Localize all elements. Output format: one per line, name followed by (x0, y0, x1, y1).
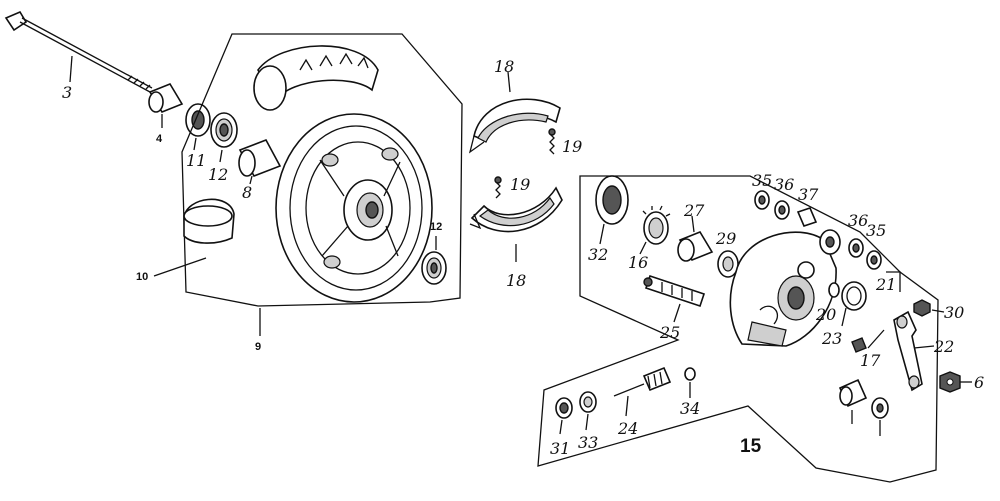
callout-35-upper: 35 (752, 171, 772, 190)
callout-36-upper: 36 (774, 175, 794, 194)
seal-32-part (595, 175, 629, 225)
callout-6: 6 (974, 373, 984, 392)
callout-19-upper: 19 (562, 137, 582, 156)
callout-32: 32 (588, 245, 608, 264)
shaft-25-part (643, 274, 706, 308)
washer-33-part (579, 391, 597, 413)
brake-panel-part (729, 231, 837, 347)
callout-4: 4 (156, 133, 163, 145)
gear-16-part (642, 205, 671, 245)
bolt-17-part (867, 329, 885, 349)
wheel-rim-part (275, 113, 433, 303)
callout-18-bottom: 18 (506, 271, 526, 290)
callout-27: 27 (683, 201, 705, 220)
callout-20: 20 (815, 305, 836, 324)
brake-drum-part (253, 45, 379, 111)
callout-17: 17 (860, 351, 881, 370)
washer-36a-part (774, 200, 790, 220)
callout-31: 31 (550, 439, 570, 458)
callout-24: 24 (617, 419, 638, 438)
brake-shoe-upper-part (468, 98, 561, 154)
cam-part (819, 229, 841, 255)
callout-34: 34 (680, 399, 700, 418)
axle-part (4, 10, 153, 93)
callout-11: 11 (186, 151, 206, 170)
hub-cap-part (183, 198, 235, 244)
callout-35-lower: 35 (866, 221, 886, 240)
spring-21-part (841, 281, 867, 327)
spring-19-lower-part (494, 176, 502, 199)
callout-15: 15 (740, 436, 762, 457)
washer-lower-part (871, 397, 889, 419)
callout-23: 23 (821, 329, 842, 348)
spring-19-upper-part (548, 128, 556, 155)
washer-35a-part (754, 190, 770, 210)
callout-9: 9 (255, 341, 261, 353)
gear-24-part (613, 366, 672, 397)
nut-6-part (939, 371, 961, 393)
callout-8: 8 (242, 183, 252, 202)
callout-21: 21 (875, 275, 896, 294)
bearing-12-left-part (210, 112, 238, 148)
washer-36b-part (848, 238, 864, 258)
callout-18-top: 18 (494, 57, 514, 76)
wheel-outline-frame (181, 33, 463, 307)
brake-shoe-lower-part (469, 186, 563, 233)
clip-34-part (684, 367, 696, 381)
callout-12-left: 12 (208, 165, 228, 184)
callout-25: 25 (659, 323, 680, 342)
callout-33: 33 (578, 433, 598, 452)
bolt-23-part (851, 337, 867, 353)
seal-11-part (185, 103, 211, 137)
callout-36-lower: 36 (848, 211, 868, 230)
callout-19-lower: 19 (510, 175, 530, 194)
washer-31-part (555, 397, 573, 419)
callout-16: 16 (628, 253, 648, 272)
nut-30-part (913, 299, 931, 317)
collar-part (148, 83, 184, 113)
spacer-part (238, 139, 282, 177)
callout-30: 30 (944, 303, 964, 322)
callout-3: 3 (62, 83, 72, 102)
callout-37: 37 (798, 185, 819, 204)
callout-29: 29 (715, 229, 736, 248)
gear-27-part (677, 231, 714, 262)
bearing-12-right-part (421, 251, 447, 285)
brake-arm-22-part (893, 310, 923, 392)
assembly-frame (537, 175, 939, 483)
callout-10: 10 (136, 271, 148, 283)
gear-29-part (717, 250, 739, 278)
seal-20-part (828, 282, 840, 298)
pin-37-part (796, 207, 818, 227)
callout-12-right: 12 (430, 221, 442, 233)
callout-22: 22 (933, 337, 954, 356)
washer-35b-part (866, 250, 882, 270)
collar-lower-part (838, 378, 868, 408)
